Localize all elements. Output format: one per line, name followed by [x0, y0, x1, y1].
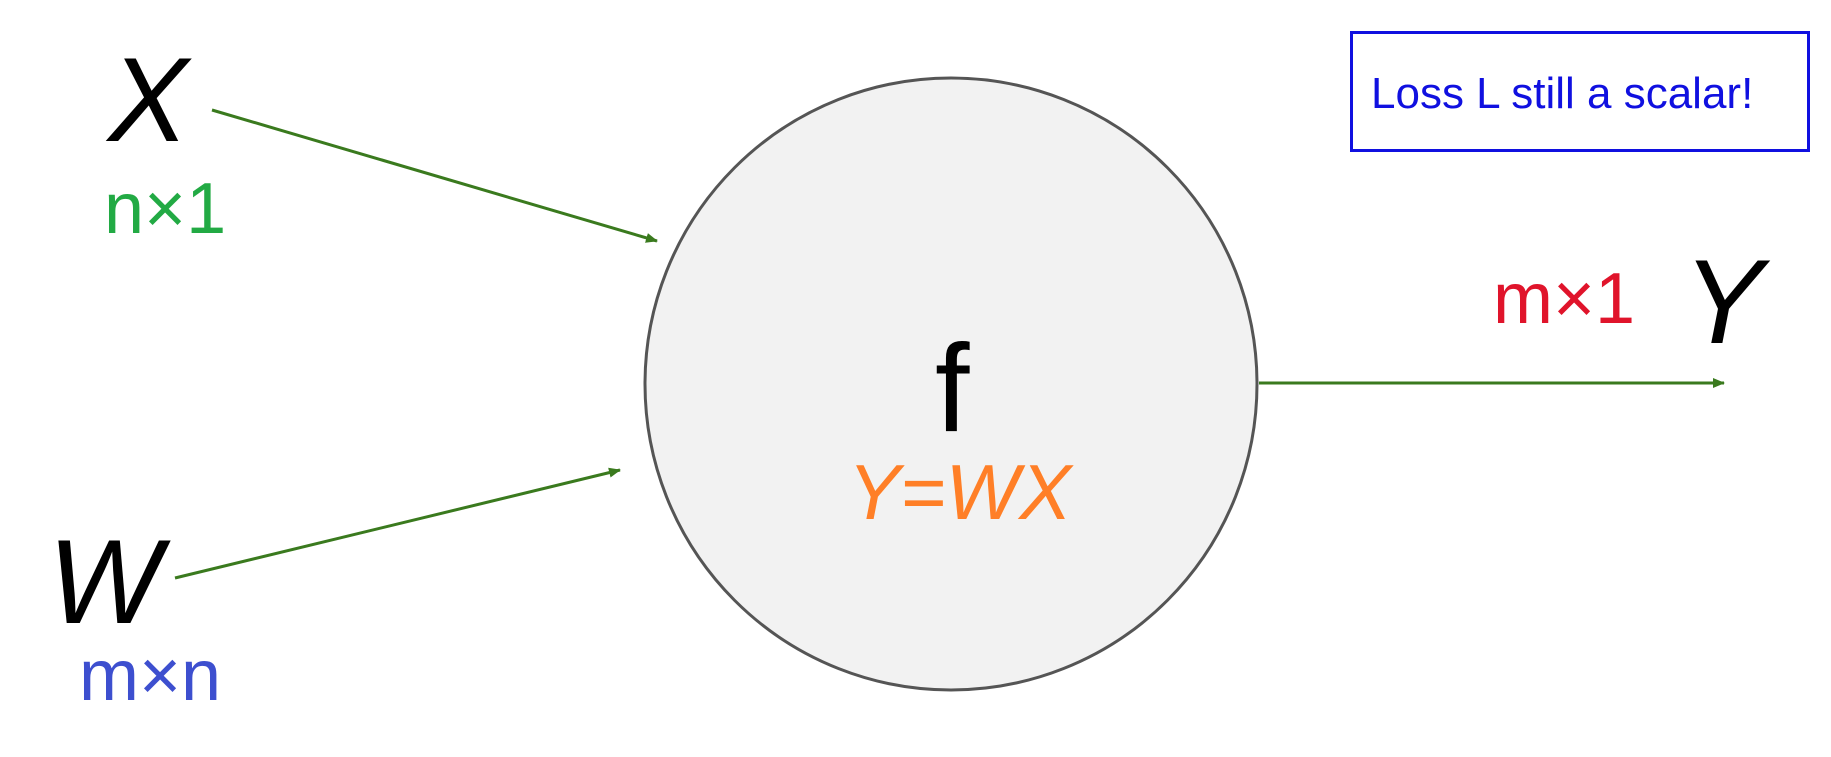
w-input-arrow — [174, 467, 621, 580]
input-x-dimension: n×1 — [104, 169, 227, 249]
loss-note-box: Loss L still a scalar! — [1350, 31, 1810, 152]
loss-note-text: Loss L still a scalar! — [1371, 69, 1754, 118]
function-equation: Y=WX — [848, 448, 1072, 536]
input-w-label: W — [48, 515, 162, 649]
function-name: f — [935, 320, 970, 458]
output-y-label: Y — [1683, 235, 1764, 369]
x-input-arrow — [211, 108, 658, 243]
function-node-circle — [643, 76, 1259, 692]
output-y-dimension: m×1 — [1493, 259, 1636, 339]
input-w-dimension: m×n — [79, 636, 222, 716]
input-x-label: X — [108, 33, 189, 167]
